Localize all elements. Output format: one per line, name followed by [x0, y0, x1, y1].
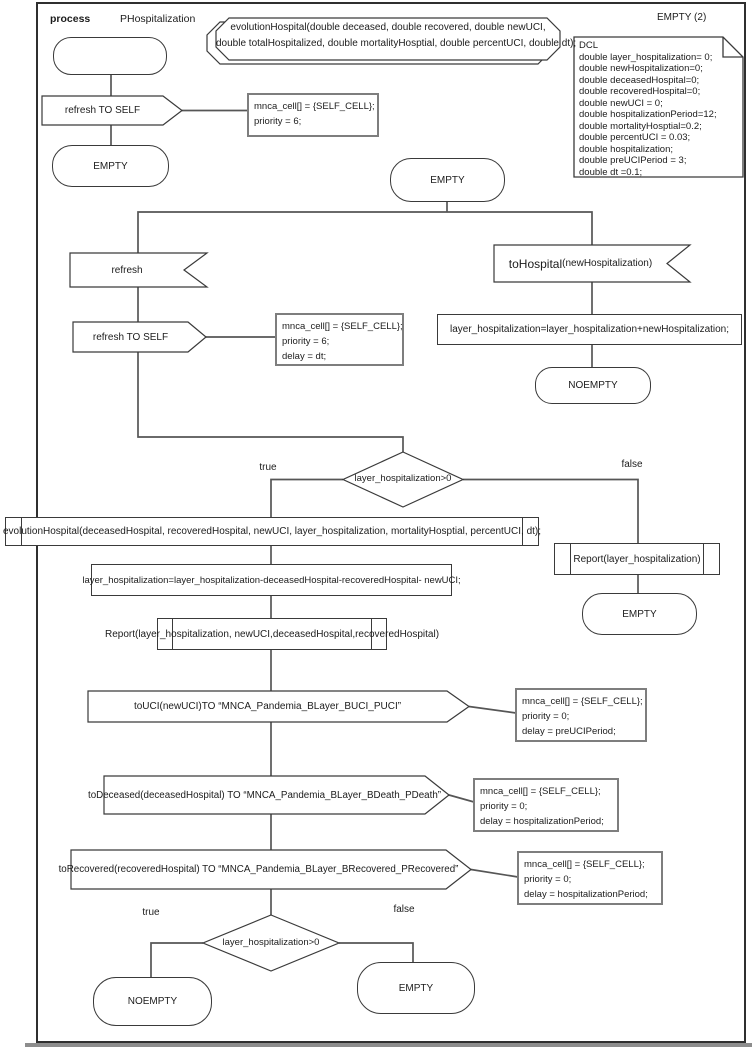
output-to-recovered-shape[interactable]	[70, 849, 472, 890]
input-to-hospital-shape[interactable]	[493, 244, 692, 283]
connector-lines	[110, 73, 639, 977]
connector-touci-comment3	[468, 705, 517, 714]
connector-decision2-false	[339, 942, 414, 962]
comment-line: mnca_cell[] = {SELF_CELL};	[524, 859, 645, 870]
decision1-condition: layer_hospitalization>0	[354, 473, 452, 484]
comment-line: priority = 6;	[282, 336, 330, 347]
dcl-declarations: DCL double layer_hospitalization= 0; dou…	[579, 40, 739, 179]
connector-decision1-false	[463, 478, 639, 543]
comment-line: mnca_cell[] = {SELF_CELL};	[480, 786, 601, 797]
procedure-evolution-label: evolutionHospital(deceasedHospital, reco…	[2, 526, 542, 537]
connector-todeceased-comment4	[448, 794, 475, 803]
procedure-bar-right	[522, 518, 523, 545]
decision1-false-label: false	[621, 459, 643, 470]
comment-line: priority = 0;	[522, 711, 570, 722]
procedure-bar-left	[21, 518, 22, 545]
procedure-report-full[interactable]: Report(layer_hospitalization, newUCI,dec…	[104, 618, 440, 650]
output-to-uci-label: toUCI(newUCI)TO “MNCA_Pandemia_BLayer_BU…	[133, 701, 402, 712]
dcl-line: double preUCIPeriod = 3;	[579, 155, 687, 167]
dcl-line: double mortalityHosptial=0.2;	[579, 120, 702, 132]
comment-mnca-priority6[interactable]: mnca_cell[] = {SELF_CELL}; priority = 6;	[247, 93, 379, 137]
comment-line: delay = preUCIPeriod;	[522, 726, 616, 737]
dcl-line: DCL	[579, 40, 599, 51]
comment-mnca-delay-hospitalizationperiod-1[interactable]: mnca_cell[] = {SELF_CELL}; priority = 0;…	[473, 778, 619, 832]
decision2-condition: layer_hospitalization>0	[222, 937, 320, 948]
dcl-line: double hospitalization;	[579, 143, 674, 155]
state-empty-1[interactable]: EMPTY	[52, 145, 169, 187]
dcl-folded-corner	[722, 37, 743, 58]
dcl-line: double dt =0.1;	[579, 167, 643, 179]
comment-line: priority = 6;	[254, 116, 302, 127]
procedure-report-full-label: Report(layer_hospitalization, newUCI,dec…	[104, 628, 440, 640]
comment-mnca-priority6-delay-dt[interactable]: mnca_cell[] = {SELF_CELL}; priority = 6;…	[275, 313, 404, 366]
decision1-diamond[interactable]	[341, 451, 465, 508]
comment-mnca-delay-hospitalizationperiod-2[interactable]: mnca_cell[] = {SELF_CELL}; priority = 0;…	[517, 851, 663, 905]
connector-output2-decision1	[137, 352, 404, 452]
connector-decision2-true	[150, 942, 203, 977]
decision1-true-label: true	[259, 462, 277, 473]
declaration-note-line1: evolutionHospital(double deceased, doubl…	[230, 22, 546, 33]
state-start[interactable]	[53, 37, 167, 75]
comment-line: priority = 0;	[524, 874, 572, 885]
output-refresh-to-self-2-shape[interactable]	[72, 321, 207, 353]
task-subtract-hospitalization[interactable]: layer_hospitalization=layer_hospitalizat…	[82, 564, 461, 596]
comment-line: mnca_cell[] = {SELF_CELL};	[254, 101, 375, 112]
connector-branch	[137, 211, 593, 253]
input-refresh-label: refresh	[111, 264, 143, 276]
dcl-line: double newUCI = 0;	[579, 97, 663, 109]
task-add-hospitalization[interactable]: layer_hospitalization=layer_hospitalizat…	[437, 314, 742, 345]
state-empty-3[interactable]: EMPTY	[357, 962, 475, 1014]
horizontal-scrollbar[interactable]	[25, 1043, 752, 1047]
output-to-uci-shape[interactable]	[87, 690, 471, 723]
comment-line: delay = hospitalizationPeriod;	[524, 889, 648, 900]
procedure-bar-left	[570, 544, 571, 574]
input-refresh-shape[interactable]	[69, 252, 209, 288]
decision2-diamond[interactable]	[201, 914, 341, 972]
dcl-line: double newHospitalization=0;	[579, 63, 703, 75]
input-to-hospital-label: toHospital(newHospitalization)	[494, 245, 667, 282]
procedure-evolution-hospital[interactable]: evolutionHospital(deceasedHospital, reco…	[2, 517, 542, 546]
procedure-bar-right	[703, 544, 704, 574]
state-empty-center[interactable]: EMPTY	[390, 158, 505, 202]
dcl-line: double hospitalizationPeriod=12;	[579, 109, 717, 121]
state-empty-2[interactable]: EMPTY	[582, 593, 697, 635]
procedure-bar-left	[172, 619, 173, 649]
dcl-text-symbol-shape[interactable]	[573, 36, 744, 178]
to-hospital-signal-args: (newHospitalization)	[562, 258, 653, 269]
procedure-report-simple-label: Report(layer_hospitalization)	[573, 553, 701, 565]
procedure-bar-right	[371, 619, 372, 649]
comment-line: delay = dt;	[282, 351, 327, 362]
dcl-line: double percentUCI = 0.03;	[579, 132, 691, 144]
comment-mnca-delay-preuciperiod[interactable]: mnca_cell[] = {SELF_CELL}; priority = 0;…	[515, 688, 647, 742]
output-to-deceased-label: toDeceased(deceasedHospital) TO “MNCA_Pa…	[87, 789, 442, 801]
connector-decision1-true	[270, 478, 343, 517]
state-noempty-1[interactable]: NOEMPTY	[535, 367, 651, 404]
procedure-declaration-note-shape[interactable]	[215, 17, 561, 61]
decision2-false-label: false	[393, 904, 415, 915]
output-refresh-to-self-1-shape[interactable]	[41, 95, 183, 126]
process-keyword-label: process	[50, 13, 91, 25]
dcl-line: double layer_hospitalization= 0;	[579, 51, 713, 63]
declaration-note-line2: double totalHospitalized, double mortali…	[216, 38, 577, 49]
dcl-line: double deceasedHospital=0;	[579, 74, 700, 86]
to-hospital-signal-name: toHospital	[508, 256, 563, 271]
state-noempty-2[interactable]: NOEMPTY	[93, 977, 212, 1026]
output-to-recovered-label: toRecovered(recoveredHospital) TO “MNCA_…	[58, 864, 459, 875]
dcl-line: double recoveredHospital=0;	[579, 86, 701, 98]
output-to-deceased-shape[interactable]	[103, 775, 450, 815]
comment-line: mnca_cell[] = {SELF_CELL};	[522, 696, 643, 707]
output-refresh-to-self-1-label: refresh TO SELF	[64, 105, 141, 116]
connector-torecovered-comment5	[470, 868, 519, 878]
comment-line: priority = 0;	[480, 801, 528, 812]
process-name-label: PHospitalization	[120, 13, 196, 25]
comment-line: mnca_cell[] = {SELF_CELL};	[282, 321, 403, 332]
output-refresh-to-self-2-label: refresh TO SELF	[92, 331, 169, 343]
page-label: EMPTY (2)	[657, 12, 707, 23]
decision2-true-label: true	[142, 907, 160, 918]
comment-line: delay = hospitalizationPeriod;	[480, 816, 604, 827]
procedure-report-simple[interactable]: Report(layer_hospitalization)	[554, 543, 720, 575]
